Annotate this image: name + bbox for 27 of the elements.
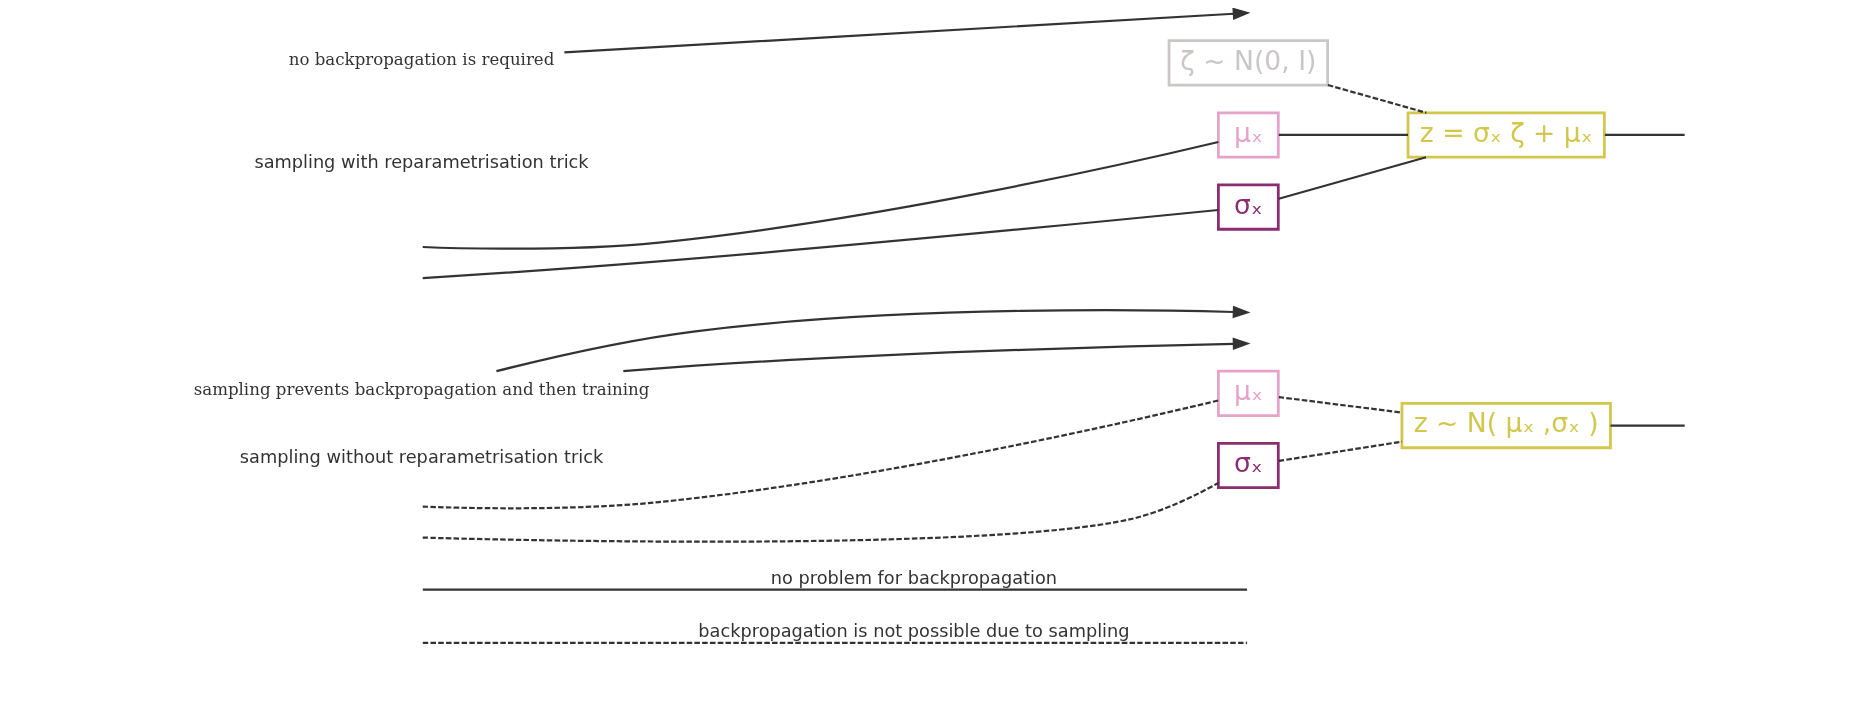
- label: sampling without reparametrisation trick: [239, 447, 604, 468]
- node-text: no backpropagation is required: [288, 49, 555, 69]
- connector: [1327, 83, 1427, 114]
- legend-label: backpropagation is not possible due to sampling: [698, 621, 1130, 642]
- connector: [1278, 440, 1403, 462]
- connector: [1604, 133, 1685, 137]
- node-text: sampling prevents backpropagation and then training: [193, 380, 650, 400]
- node-box: μₓ: [1217, 111, 1280, 159]
- connector: [1278, 156, 1427, 200]
- node-box: σₓ: [1217, 183, 1280, 231]
- connector: [422, 140, 1219, 250]
- node-box: z ~ N( μₓ ,σₓ ): [1400, 402, 1612, 450]
- legend-label: no problem for backpropagation: [770, 567, 1058, 588]
- node-box: μₓ: [1217, 369, 1280, 417]
- connector: [422, 399, 1219, 510]
- node-box: ζ ~ N(0, I): [1167, 39, 1330, 87]
- connector: [422, 482, 1219, 543]
- arrow: [564, 8, 1251, 54]
- connector: [1610, 424, 1685, 427]
- node-box: z = σₓ ζ + μₓ: [1406, 111, 1606, 159]
- node-box: σₓ: [1217, 441, 1280, 490]
- connector: [1278, 133, 1408, 137]
- connector: [422, 208, 1219, 280]
- arrow: [496, 305, 1251, 373]
- connector: [1278, 396, 1403, 414]
- label: sampling with reparametrisation trick: [254, 152, 589, 173]
- arrow: [623, 337, 1251, 373]
